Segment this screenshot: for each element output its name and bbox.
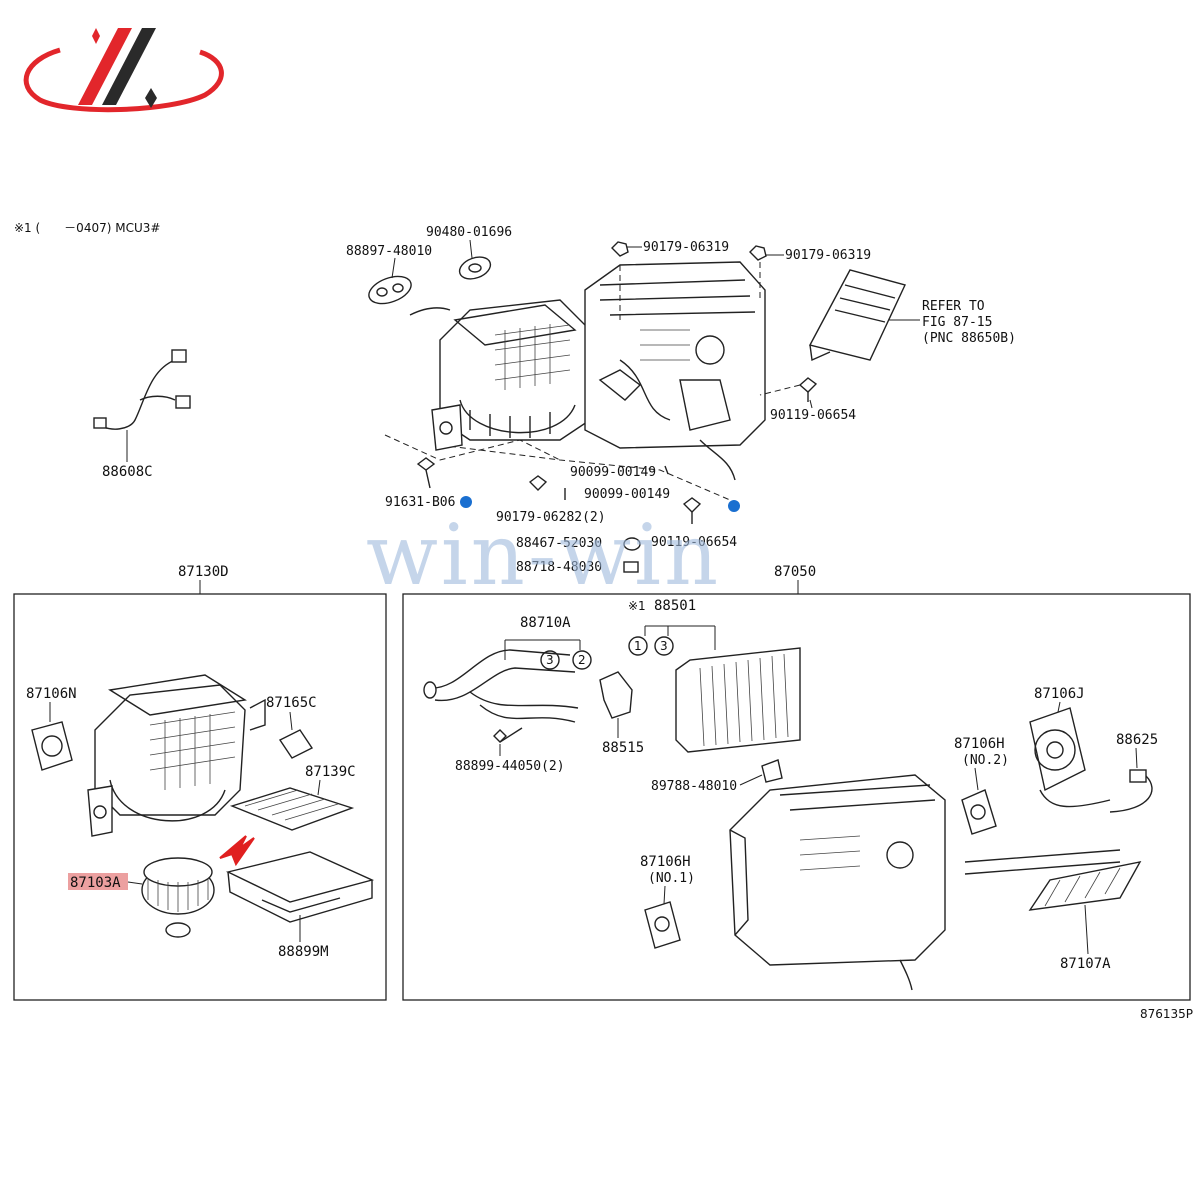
mount-bracket-left (87, 785, 113, 837)
label-88515: 88515 (602, 740, 644, 756)
label-87106h-no2: 87106H (954, 736, 1005, 752)
expansion-valve-88515 (599, 671, 633, 719)
blower-motor-87103A (141, 857, 215, 938)
grommet-88897 (368, 275, 412, 305)
circle-label-2: 2 (578, 653, 586, 667)
left-box-title: 87130D (178, 564, 229, 580)
label-88718-48030: 88718-48030 (516, 560, 602, 575)
label-89788-48010: 89788-48010 (651, 779, 737, 794)
nut-90179c-icon (528, 475, 548, 491)
pipe-88710A (423, 649, 579, 723)
label-90179-06319-b: 90179-06319 (785, 248, 871, 263)
marker-dot-left (460, 496, 472, 508)
servo-87106J (1029, 707, 1111, 808)
bolt-88899-44050-icon (493, 727, 523, 743)
label-no2: (NO.2) (962, 753, 1009, 768)
wire-harness-88608 (93, 349, 191, 462)
diagram-code: 876135P (1140, 1007, 1193, 1021)
refer-line-2: FIG 87-15 (922, 315, 992, 330)
right-box-title: 87050 (774, 564, 816, 580)
label-87165c: 87165C (266, 695, 317, 711)
screw-91631-icon (416, 457, 436, 489)
filter-case-88899M (225, 851, 375, 923)
amplifier-unit (808, 269, 906, 362)
label-88608c: 88608C (102, 464, 153, 480)
label-90099-00149-a: 90099-00149 (570, 465, 656, 480)
hvac-unit-top (384, 261, 801, 501)
seal-88467 (623, 537, 641, 551)
header-note: ※1 ( －0407) MCU3# (14, 221, 160, 235)
label-88899m: 88899M (278, 944, 329, 960)
left-box-frame (13, 593, 387, 1001)
bracket-89788 (761, 759, 783, 783)
servo-87106N (31, 721, 73, 771)
hvac-unit-right (729, 774, 946, 991)
nut-90179b-icon (749, 245, 767, 261)
circle-label-3a: 3 (546, 653, 554, 667)
label-90119-06654-a: 90119-06654 (770, 408, 856, 423)
circle-label-1: 1 (634, 639, 642, 653)
filter-87139C (229, 787, 355, 831)
label-91631: 91631-B06 (385, 495, 455, 510)
servo-87106H-no1 (644, 901, 681, 949)
label-88899-44050: 88899-44050(2) (455, 759, 565, 774)
clip-90099-icon (564, 465, 669, 500)
bolt-90119b-icon (682, 497, 702, 524)
refer-line-3: (PNC 88650B) (922, 331, 1016, 346)
label-90179-06282: 90179-06282(2) (496, 510, 606, 525)
label-no1: (NO.1) (648, 871, 695, 886)
servo-87106H-no2 (961, 789, 997, 835)
watermark-text: win-win (366, 506, 721, 604)
note-mark-88501: ※1 (628, 599, 646, 613)
right-box-frame (402, 593, 1191, 1001)
circle-label-3b: 3 (660, 639, 668, 653)
label-87106n: 87106N (26, 686, 77, 702)
cap-88718 (623, 561, 639, 573)
label-88710a: 88710A (520, 615, 571, 631)
refer-line-1: REFER TO (922, 299, 985, 314)
brand-logo (23, 28, 224, 113)
label-87139c: 87139C (305, 764, 356, 780)
blower-case (94, 674, 266, 822)
connector-88625 (1109, 769, 1153, 813)
label-90119-06654-b: 90119-06654 (651, 535, 737, 550)
label-88501: 88501 (654, 598, 696, 614)
heater-core-87107A (964, 849, 1142, 911)
label-88625: 88625 (1116, 732, 1158, 748)
label-88897-48010: 88897-48010 (346, 244, 432, 259)
highlight-87103A (68, 873, 128, 890)
grommet-90480 (458, 256, 492, 280)
label-88467-52030: 88467-52030 (516, 536, 602, 551)
resistor-87165C (278, 729, 314, 759)
oring-circles (540, 636, 674, 670)
nut-90179a-icon (611, 241, 629, 257)
marker-dot-right (728, 500, 740, 512)
pointer-arrow (219, 835, 255, 867)
label-90099-00149-b: 90099-00149 (584, 487, 670, 502)
evaporator-88501 (675, 647, 801, 753)
label-87107a: 87107A (1060, 956, 1111, 972)
label-90480-01696: 90480-01696 (426, 225, 512, 240)
label-87106h-no1: 87106H (640, 854, 691, 870)
label-90179-06319-a: 90179-06319 (643, 240, 729, 255)
label-87103a: 87103A (70, 875, 121, 891)
label-87106j: 87106J (1034, 686, 1085, 702)
bolt-90119a-icon (798, 377, 818, 402)
